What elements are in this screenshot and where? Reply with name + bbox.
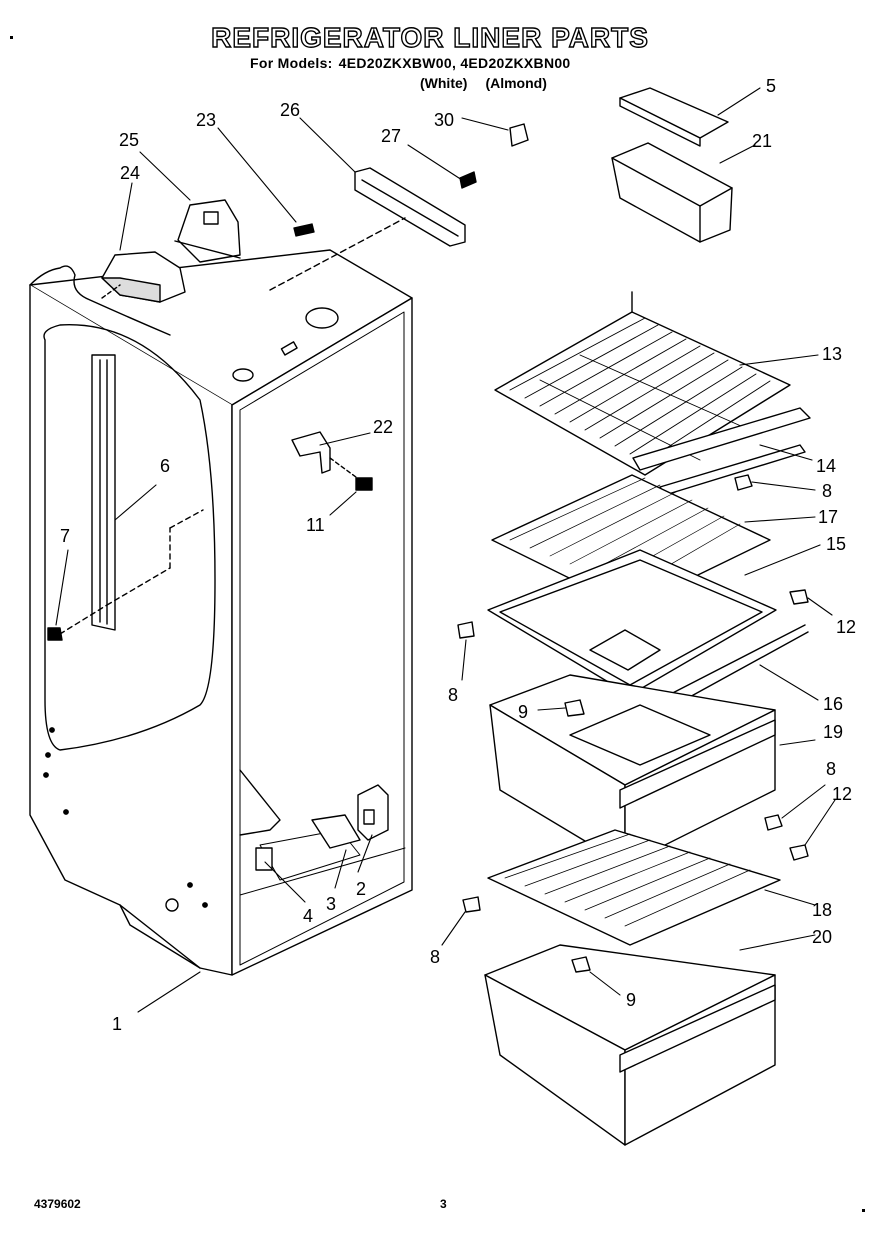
callout-7: 7 [60, 526, 70, 546]
callout-18: 18 [812, 900, 832, 920]
callout-9b: 9 [626, 990, 636, 1010]
diagram-header: REFRIGERATOR LINER PARTS For Models: 4ED2… [0, 0, 888, 100]
callout-1: 1 [112, 1014, 122, 1034]
bracket-part-22 [291, 431, 373, 491]
callout-30: 30 [434, 110, 454, 130]
callout-16: 16 [823, 694, 843, 714]
callout-5: 5 [766, 76, 776, 96]
variant-white: (White) [420, 75, 468, 91]
callout-14: 14 [816, 456, 836, 476]
model-line: For Models: 4ED20ZKXBW00, 4ED20ZKXBN00 [250, 55, 670, 71]
callout-8b: 8 [448, 685, 458, 705]
corner-mark [10, 36, 13, 39]
callout-12b: 12 [832, 784, 852, 804]
callout-17: 17 [818, 507, 838, 527]
document-number: 4379602 [34, 1197, 81, 1211]
callout-8a: 8 [822, 481, 832, 501]
variant-almond: (Almond) [485, 75, 547, 91]
callout-4: 4 [303, 906, 313, 926]
lower-drawer-part-20 [484, 944, 776, 1146]
callout-13: 13 [822, 344, 842, 364]
butter-bin-parts [611, 87, 733, 243]
callout-27: 27 [381, 126, 401, 146]
corner-mark [862, 1209, 865, 1212]
top-left-components [101, 199, 315, 303]
callout-21: 21 [752, 131, 772, 151]
leader-lines [55, 87, 836, 1013]
fasteners [457, 474, 809, 973]
callout-20: 20 [812, 927, 832, 947]
top-rail-components [269, 123, 529, 291]
shelf-part-13 [494, 291, 811, 496]
callout-19: 19 [823, 722, 843, 742]
screw-part-7 [47, 509, 204, 641]
callout-8c: 8 [826, 759, 836, 779]
callout-8d: 8 [430, 947, 440, 967]
diagram-title: REFRIGERATOR LINER PARTS [210, 21, 649, 53]
callout-12a: 12 [836, 617, 856, 637]
glass-shelf-part-17 [487, 474, 809, 711]
callout-24: 24 [120, 163, 140, 183]
callout-3: 3 [326, 894, 336, 914]
callout-2: 2 [356, 879, 366, 899]
callout-25: 25 [119, 130, 139, 150]
callout-26: 26 [280, 100, 300, 120]
callout-6: 6 [160, 456, 170, 476]
crisper-cover-part-18 [487, 829, 781, 946]
color-variants: (White) (Almond) [420, 75, 620, 91]
callout-11: 11 [306, 515, 325, 535]
callout-15: 15 [826, 534, 846, 554]
callout-labels: 1 2 3 4 5 6 7 8 8 8 8 9 9 11 12 12 13 14… [60, 76, 856, 1034]
page-number: 3 [440, 1197, 447, 1211]
crisper-drawer-part-19 [489, 674, 776, 866]
callout-23: 23 [196, 110, 216, 130]
model-numbers: 4ED20ZKXBW00, 4ED20ZKXBN00 [338, 55, 571, 71]
liner-cabinet [29, 249, 413, 976]
callout-9a: 9 [518, 702, 528, 722]
callout-22: 22 [373, 417, 393, 437]
models-label: For Models: [250, 55, 333, 71]
